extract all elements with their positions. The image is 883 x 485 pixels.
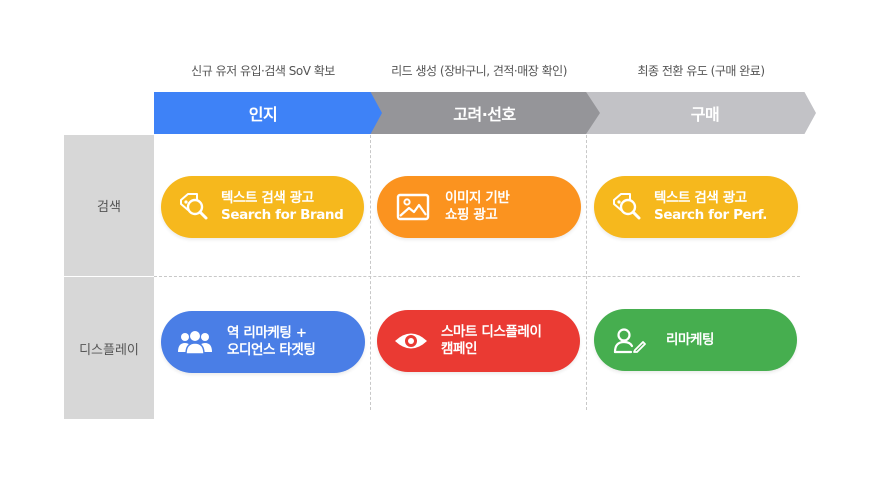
display-consider-cell: 스마트 디스플레이 캠페인 [377,310,580,372]
row-label-display-text: 디스플레이 [79,342,139,358]
stage-consider-label: 고려·선호 [453,105,516,124]
eye-icon [389,328,433,354]
grid-divider-vertical [586,135,587,410]
stage-purchase-label: 구매 [690,105,720,124]
search-consider-line1: 이미지 기반 [445,190,510,206]
display-awareness-cell: 역 리마케팅 + 오디언스 타겟팅 [161,311,365,373]
row-label-search: 검색 [64,135,154,276]
search-tag-icon [171,191,215,223]
search-tag-icon [604,191,648,223]
search-consider-cell: 이미지 기반 쇼핑 광고 [377,176,581,238]
stage-awareness-arrow: 인지 [154,92,382,134]
search-purchase-line2: Search for Perf. [654,207,768,223]
search-awareness-line2: Search for Brand [221,207,344,223]
stage-awareness-label: 인지 [248,105,278,124]
search-consider-line2: 쇼핑 광고 [445,207,498,223]
row-label-search-text: 검색 [97,200,121,215]
stage-awareness-description: 신규 유저 유입·검색 SoV 확보 [191,64,335,78]
search-purchase-cell: 텍스트 검색 광고 Search for Perf. [594,176,798,238]
display-purchase-line1: 리마케팅 [666,331,715,348]
stage-purchase-arrow: 구매 [586,92,816,134]
search-awareness-line1: 텍스트 검색 광고 [221,190,314,206]
search-purchase-line1: 텍스트 검색 광고 [654,190,747,206]
image-icon [391,193,435,221]
stage-consider-arrow: 고려·선호 [369,92,600,134]
search-awareness-cell: 텍스트 검색 광고 Search for Brand [161,176,364,238]
display-consider-line2: 캠페인 [441,341,478,357]
users-icon [173,328,217,356]
display-consider-line1: 스마트 디스플레이 [441,324,542,340]
stage-consider-description: 리드 생성 (장바구니, 견적·매장 확인) [391,64,567,78]
display-awareness-line1: 역 리마케팅 + [227,325,307,341]
row-label-display: 디스플레이 [64,277,154,419]
stage-purchase-description: 최종 전환 유도 (구매 완료) [637,64,765,78]
user-edit-icon [608,326,652,354]
grid-divider-horizontal [154,276,800,277]
display-awareness-line2: 오디언스 타겟팅 [227,342,316,358]
display-purchase-cell: 리마케팅 [594,309,797,371]
grid-divider-vertical [370,135,371,410]
